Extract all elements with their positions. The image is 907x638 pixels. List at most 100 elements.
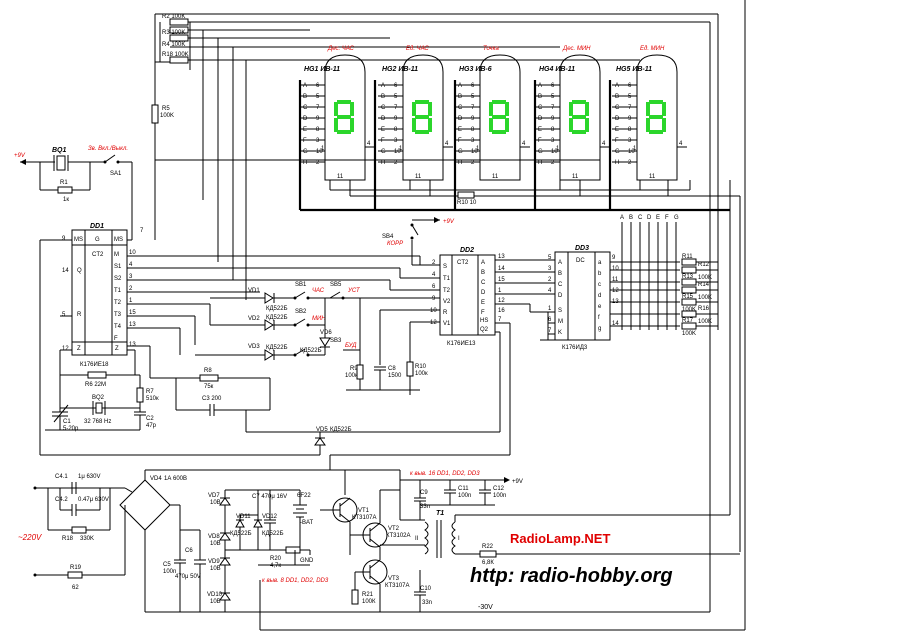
svg-text:100к: 100к xyxy=(345,373,358,379)
svg-text:13: 13 xyxy=(498,254,505,260)
r4-label: R4 100K xyxy=(162,42,185,48)
svg-text:12: 12 xyxy=(498,298,505,304)
svg-text:КТ3102А: КТ3102А xyxy=(386,533,411,539)
svg-text:к выв. 16 DD1, DD2, DD3: к выв. 16 DD1, DD2, DD3 xyxy=(410,471,480,477)
svg-text:6: 6 xyxy=(628,83,632,89)
svg-text:10В: 10В xyxy=(210,500,221,506)
svg-text:75к: 75к xyxy=(204,384,214,390)
svg-text:BQ2: BQ2 xyxy=(92,395,105,401)
svg-text:F: F xyxy=(615,138,619,144)
svg-text:V1: V1 xyxy=(443,321,451,327)
svg-text:DD2: DD2 xyxy=(460,247,474,254)
svg-text:К176ИЕ13: К176ИЕ13 xyxy=(447,341,476,347)
svg-text:HS: HS xyxy=(480,318,488,324)
svg-text:SB1: SB1 xyxy=(295,282,307,288)
tube-name: HG3 ИВ-6 xyxy=(459,66,492,73)
svg-text:6: 6 xyxy=(394,83,398,89)
svg-text:D: D xyxy=(458,116,463,122)
svg-text:510к: 510к xyxy=(146,396,159,402)
svg-text:G: G xyxy=(303,149,308,155)
svg-text:5: 5 xyxy=(394,94,398,100)
svg-text:E: E xyxy=(303,127,307,133)
svg-text:H: H xyxy=(381,160,385,166)
svg-text:C6: C6 xyxy=(185,548,193,554)
svg-text:R18: R18 xyxy=(62,536,74,542)
svg-text:g: g xyxy=(598,326,601,332)
svg-text:G: G xyxy=(381,149,386,155)
svg-text:e: e xyxy=(598,304,602,310)
svg-text:4: 4 xyxy=(602,141,606,147)
svg-text:D: D xyxy=(303,116,308,122)
svg-text:C3 200: C3 200 xyxy=(202,396,222,402)
r5: R5 100K xyxy=(151,104,174,124)
svg-text:+9V: +9V xyxy=(443,219,455,225)
out-resistor-label: R17 xyxy=(682,318,694,324)
svg-text:G: G xyxy=(538,149,543,155)
svg-text:VD7: VD7 xyxy=(208,493,220,499)
svg-text:12: 12 xyxy=(430,320,437,326)
svg-text:DC: DC xyxy=(576,258,585,264)
svg-text:SA1: SA1 xyxy=(110,171,122,177)
svg-text:G: G xyxy=(615,149,620,155)
bus-letter: F xyxy=(665,215,669,221)
svg-text:H: H xyxy=(458,160,462,166)
svg-text:2: 2 xyxy=(471,160,475,166)
svg-text:7: 7 xyxy=(551,105,555,111)
svg-text:SB4: SB4 xyxy=(382,234,394,240)
svg-text:VT1: VT1 xyxy=(358,508,370,514)
svg-text:E: E xyxy=(538,127,542,133)
svg-text:КТ3107А: КТ3107А xyxy=(352,515,377,521)
svg-text:10: 10 xyxy=(612,266,619,272)
svg-text:КОРР: КОРР xyxy=(387,241,403,247)
svg-text:9: 9 xyxy=(612,255,616,261)
top-resistors: R2 100K R3 100K R4 100K R18 100K xyxy=(162,14,189,64)
svg-text:7: 7 xyxy=(628,105,632,111)
svg-text:1: 1 xyxy=(556,146,560,152)
svg-text:B: B xyxy=(381,94,385,100)
r2-label: R2 100K xyxy=(162,14,185,20)
svg-text:Z: Z xyxy=(115,346,119,352)
svg-text:C: C xyxy=(615,105,620,111)
dd2-chip: DD2 CT2 S T1 T2 V2 R V1 2 4 6 9 10 12 A … xyxy=(430,247,505,347)
svg-text:4: 4 xyxy=(679,141,683,147)
site-url: http: radio-hobby.org xyxy=(470,565,673,587)
svg-text:A: A xyxy=(538,83,542,89)
svg-text:100n: 100n xyxy=(458,493,471,499)
svg-text:10: 10 xyxy=(471,149,478,155)
svg-text:100K: 100K xyxy=(682,331,696,337)
svg-text:DD1: DD1 xyxy=(90,223,104,230)
svg-text:+9V: +9V xyxy=(512,479,523,485)
svg-text:470μ 50V: 470μ 50V xyxy=(175,574,201,580)
svg-text:VD9: VD9 xyxy=(208,559,220,565)
svg-text:14: 14 xyxy=(62,268,69,274)
tube-title: Дес. ЧАС xyxy=(327,46,355,52)
svg-text:8: 8 xyxy=(316,127,320,133)
svg-text:10: 10 xyxy=(430,308,437,314)
svg-text:C4.2: C4.2 xyxy=(55,497,68,503)
svg-text:15: 15 xyxy=(129,310,136,316)
svg-text:5: 5 xyxy=(551,94,555,100)
svg-text:B: B xyxy=(558,271,562,277)
out-resistor-label: R12 xyxy=(698,262,710,268)
out-resistor-label: R16 xyxy=(698,306,710,312)
svg-text:6F22: 6F22 xyxy=(297,493,311,499)
svg-text:КД522Б: КД522Б xyxy=(266,306,288,312)
svg-text:S2: S2 xyxy=(114,276,122,282)
svg-text:-30V: -30V xyxy=(478,604,493,611)
svg-text:BQ1: BQ1 xyxy=(52,147,67,154)
svg-text:B: B xyxy=(458,94,462,100)
svg-text:T2: T2 xyxy=(114,300,122,306)
svg-text:11: 11 xyxy=(337,174,344,180)
svg-text:DD3: DD3 xyxy=(575,245,589,252)
svg-text:4: 4 xyxy=(432,272,436,278)
svg-text:1: 1 xyxy=(548,306,552,312)
svg-text:C5: C5 xyxy=(163,562,171,568)
svg-text:Q2: Q2 xyxy=(480,327,489,333)
out-resistor-label: R14 xyxy=(698,282,710,288)
r3-label: R3 100K xyxy=(162,30,185,36)
svg-text:3: 3 xyxy=(316,138,320,144)
svg-text:6: 6 xyxy=(316,83,320,89)
svg-text:A: A xyxy=(481,260,485,266)
svg-text:32 768 Hz: 32 768 Hz xyxy=(84,419,111,425)
